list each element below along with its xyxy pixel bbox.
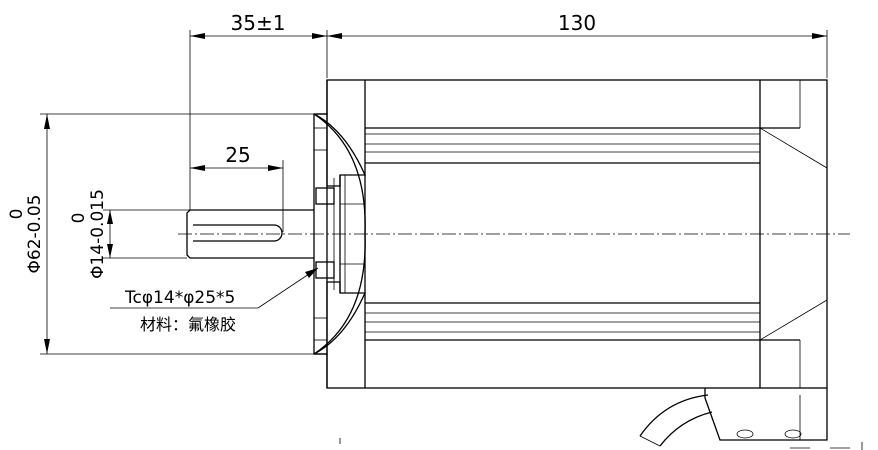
output-shaft [186,209,314,259]
seal-material: 材料：氟橡胶 [140,315,236,334]
dim-130-label: 130 [558,11,596,35]
cable-outlet [639,388,828,447]
seal-spec: Tcφ14*φ25*5 [124,288,235,308]
dimension-phi62: Φ62-0.05 0 [7,113,314,355]
dimension-phi14: Φ14-0.015 0 [69,189,190,279]
motor-body [326,79,828,389]
seal-callout: Tcφ14*φ25*5 材料：氟橡胶 [110,267,319,334]
dim-25-label: 25 [225,143,250,167]
dim-phi14-label: Φ14-0.015 [88,189,108,279]
dim-phi62-upper-tol: 0 [7,209,27,220]
dimension-25: 25 [190,143,284,232]
dimension-130: 130 [327,11,828,78]
dim-phi14-upper-tol: 0 [69,213,89,224]
dim-35-label: 35±1 [231,11,286,35]
dimension-35: 35±1 [189,11,328,210]
dim-phi62-label: Φ62-0.05 [25,195,45,274]
